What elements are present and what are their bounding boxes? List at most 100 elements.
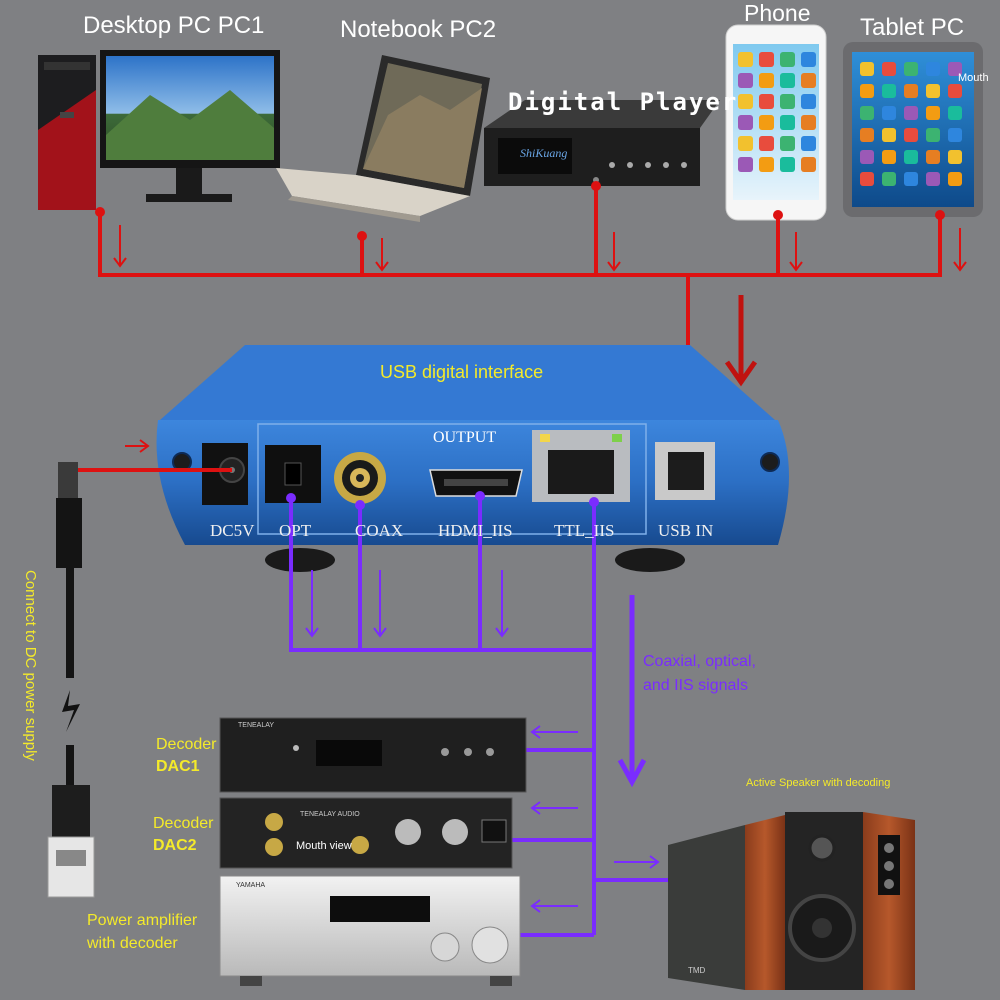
app-icon bbox=[801, 73, 816, 88]
port-label-dc5v: DC5V bbox=[210, 521, 255, 540]
app-icon bbox=[926, 106, 940, 120]
app-icon bbox=[738, 157, 753, 172]
app-icon bbox=[780, 157, 795, 172]
desktop-tower bbox=[38, 55, 96, 210]
app-icon bbox=[738, 136, 753, 151]
coax-port bbox=[334, 452, 386, 504]
app-icon bbox=[780, 115, 795, 130]
app-icon bbox=[801, 115, 816, 130]
app-icon bbox=[904, 62, 918, 76]
app-icon bbox=[860, 62, 874, 76]
active-speakers bbox=[668, 812, 915, 990]
app-icon bbox=[738, 115, 753, 130]
app-icon bbox=[882, 84, 896, 98]
port-label-ttl-iis: TTL_IIS bbox=[554, 521, 615, 540]
app-icon bbox=[904, 128, 918, 142]
app-icon bbox=[948, 172, 962, 186]
app-icon bbox=[904, 150, 918, 164]
app-icon bbox=[948, 84, 962, 98]
amplifier-device bbox=[219, 875, 521, 986]
app-icon bbox=[926, 172, 940, 186]
app-icon bbox=[948, 128, 962, 142]
usb-connection-dots bbox=[95, 181, 945, 241]
dac2-label-line1: Decoder bbox=[153, 815, 214, 832]
amp-label-line2: with decoder bbox=[87, 935, 178, 952]
dc-power-annotation: Connect to DC power supply bbox=[22, 570, 39, 761]
app-icon bbox=[780, 94, 795, 109]
usb-flow-arrows bbox=[113, 225, 967, 272]
tablet-label: Tablet PC bbox=[860, 14, 965, 41]
app-icon bbox=[860, 128, 874, 142]
usb-in-port bbox=[655, 442, 715, 500]
port-label-usb-in: USB IN bbox=[658, 521, 714, 540]
port-label-coax: COAX bbox=[355, 521, 404, 540]
app-icon bbox=[860, 172, 874, 186]
notebook-laptop bbox=[276, 55, 490, 222]
phone-device bbox=[725, 24, 827, 221]
app-icon bbox=[926, 84, 940, 98]
player-screen-logo: ShiKuang bbox=[520, 146, 568, 160]
main-signal-arrow bbox=[617, 595, 647, 788]
dac1-brand: TENEALAY bbox=[238, 722, 275, 729]
app-icon bbox=[860, 84, 874, 98]
tablet-device bbox=[843, 42, 983, 217]
app-icon bbox=[759, 157, 774, 172]
amp-label-line1: Power amplifier bbox=[87, 912, 198, 929]
app-icon bbox=[882, 128, 896, 142]
phone-label: Phone bbox=[744, 0, 811, 26]
app-icon bbox=[738, 94, 753, 109]
app-icon bbox=[801, 52, 816, 67]
dc-power-cable bbox=[47, 439, 232, 898]
app-icon bbox=[948, 106, 962, 120]
app-icon bbox=[926, 150, 940, 164]
app-icon bbox=[882, 106, 896, 120]
desktop-label: Desktop PC PC1 bbox=[83, 12, 265, 39]
app-icon bbox=[860, 150, 874, 164]
dac2-brand: TENEALAY AUDIO bbox=[300, 811, 360, 818]
app-icon bbox=[948, 62, 962, 76]
signal-lines bbox=[289, 496, 668, 937]
port-label-hdmi-iis: HDMI_IIS bbox=[438, 521, 513, 540]
ttl-rj45-port bbox=[532, 430, 630, 502]
opt-port bbox=[265, 445, 321, 503]
notebook-label: Notebook PC2 bbox=[340, 16, 497, 43]
main-usb-arrow bbox=[724, 295, 758, 387]
hdmi-port bbox=[429, 469, 523, 497]
signal-flow-arrows bbox=[305, 570, 660, 913]
app-icon bbox=[780, 52, 795, 67]
app-icon bbox=[780, 73, 795, 88]
tablet-watermark: Mouth bbox=[958, 72, 989, 84]
app-icon bbox=[860, 106, 874, 120]
app-icon bbox=[801, 94, 816, 109]
app-icon bbox=[780, 136, 795, 151]
dac2-device bbox=[219, 797, 513, 869]
dac2-watermark: Mouth view bbox=[296, 840, 352, 852]
dc5v-port bbox=[202, 443, 248, 505]
speaker-label: Active Speaker with decoding bbox=[746, 777, 891, 789]
app-icon bbox=[759, 52, 774, 67]
app-icon bbox=[738, 73, 753, 88]
app-icon bbox=[882, 150, 896, 164]
digital-player-label: Digital Player bbox=[508, 88, 739, 116]
app-icon bbox=[801, 136, 816, 151]
app-icon bbox=[904, 84, 918, 98]
dac2-label-line2: DAC2 bbox=[153, 837, 197, 854]
app-icon bbox=[948, 150, 962, 164]
signals-annotation-line2: and IIS signals bbox=[643, 677, 748, 694]
app-icon bbox=[738, 52, 753, 67]
digital-player bbox=[484, 100, 720, 186]
interface-title: USB digital interface bbox=[380, 362, 544, 382]
speaker-brand: TMD bbox=[688, 966, 706, 975]
app-icon bbox=[926, 62, 940, 76]
signal-dots bbox=[286, 491, 599, 510]
app-icon bbox=[882, 172, 896, 186]
app-icon bbox=[904, 106, 918, 120]
app-icon bbox=[904, 172, 918, 186]
amp-brand: YAMAHA bbox=[236, 882, 266, 889]
dac1-label-line1: Decoder bbox=[156, 736, 217, 753]
app-icon bbox=[759, 115, 774, 130]
app-icon bbox=[759, 136, 774, 151]
app-icon bbox=[882, 62, 896, 76]
app-icon bbox=[926, 128, 940, 142]
